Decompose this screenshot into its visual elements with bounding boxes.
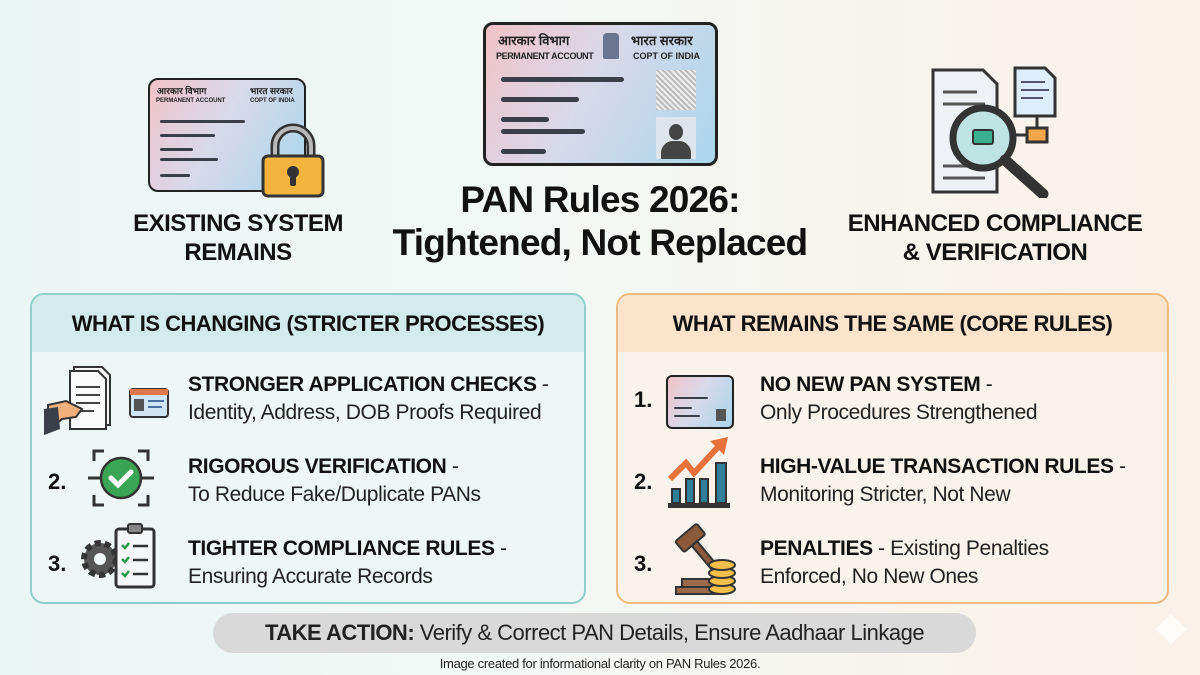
pan-hindi-left: आरकार विभाग [157, 86, 207, 96]
item-number: 3. [48, 551, 67, 576]
gavel-coins-icon [674, 523, 736, 595]
padlock-icon [261, 123, 325, 198]
item-dash: - Existing Penalties [872, 537, 1049, 560]
pan-english-left: PERMANENT ACCOUNT [496, 51, 594, 61]
right-caption-line: ENHANCED COMPLIANCE [847, 210, 1143, 237]
item-title: PENALTIES [760, 537, 873, 560]
pan-hindi-right: भारत सरकार [631, 33, 693, 48]
same-heading: WHAT REMAINS THE SAME (CORE RULES) [618, 295, 1167, 352]
take-action-banner: TAKE ACTION: Verify & Correct PAN Detail… [213, 613, 976, 653]
list-item: 3. TIGHTER COMPLIANCE RULES - Ensuring Ac… [32, 523, 584, 597]
list-item: 2. HIGH-VALUE TRANSACTION RULES - Monitor… [618, 437, 1167, 515]
title-line: PAN Rules 2026: [460, 179, 740, 220]
document-magnifier-icon [931, 66, 1057, 198]
left-caption: EXISTING SYSTEM REMAINS [100, 210, 376, 268]
sparkle-icon [1155, 613, 1187, 645]
item-number: 3. [634, 551, 653, 576]
item-detail: Enforced, No New Ones [760, 565, 979, 588]
pan-english-right: COPT OF INDIA [633, 51, 700, 61]
item-dash: - [980, 373, 993, 396]
right-caption: ENHANCED COMPLIANCE & VERIFICATION [830, 210, 1160, 268]
changing-panel: WHAT IS CHANGING (STRICTER PROCESSES) ST… [30, 293, 586, 604]
item-number: 1. [634, 387, 653, 412]
item-title: NO NEW PAN SYSTEM [760, 373, 981, 396]
item-detail: Ensuring Accurate Records [188, 565, 433, 588]
list-item: 1. NO NEW PAN SYSTEM - Only Procedures St… [618, 363, 1167, 433]
emblem-icon [603, 33, 619, 59]
pan-card-illustration: आरकार विभाग PERMANENT ACCOUNT भारत सरकार… [483, 22, 718, 166]
list-item: STRONGER APPLICATION CHECKS - Identity, A… [32, 363, 584, 435]
item-detail: Monitoring Stricter, Not New [760, 483, 1011, 506]
gear-checklist-icon [81, 523, 156, 589]
pan-english-right: COPT OF INDIA [250, 98, 295, 104]
item-detail: Only Procedures Strengthened [760, 401, 1038, 424]
left-caption-line: EXISTING SYSTEM [133, 210, 343, 237]
item-title: HIGH-VALUE TRANSACTION RULES [760, 455, 1114, 478]
item-detail: To Reduce Fake/Duplicate PANs [188, 483, 481, 506]
item-detail: Identity, Address, DOB Proofs Required [188, 401, 542, 424]
footnote: Image created for informational clarity … [439, 656, 761, 671]
list-item: 2. RIGOROUS VERIFICATION - To Reduce Fake… [32, 445, 584, 515]
verified-check-icon [88, 449, 154, 507]
item-title: STRONGER APPLICATION CHECKS [188, 373, 537, 396]
item-title: RIGOROUS VERIFICATION [188, 455, 447, 478]
same-panel: WHAT REMAINS THE SAME (CORE RULES) 1. NO… [616, 293, 1169, 604]
right-caption-line: & VERIFICATION [902, 238, 1088, 266]
pan-hindi-left: आरकार विभाग [498, 33, 570, 48]
pan-hindi-right: भारत सरकार [250, 86, 293, 96]
title-line: Tightened, Not Replaced [392, 222, 809, 264]
item-dash: - [1113, 455, 1126, 478]
changing-heading: WHAT IS CHANGING (STRICTER PROCESSES) [32, 295, 584, 352]
pan-english-left: PERMANENT ACCOUNT [156, 98, 226, 104]
item-number: 2. [48, 469, 67, 494]
documents-id-card-icon [44, 366, 169, 435]
item-dash: - [536, 373, 549, 396]
pan-card-icon [666, 375, 734, 429]
item-title: TIGHTER COMPLIANCE RULES [188, 537, 495, 560]
photo-placeholder-icon [656, 117, 696, 159]
rising-chart-icon [668, 437, 730, 508]
page-title: PAN Rules 2026: Tightened, Not Replaced [370, 178, 830, 265]
left-caption-line: REMAINS [184, 238, 292, 266]
hologram-icon [656, 70, 696, 110]
item-number: 2. [634, 469, 653, 494]
take-action-label: TAKE ACTION: [264, 620, 415, 645]
item-dash: - [446, 455, 459, 478]
item-dash: - [494, 537, 507, 560]
take-action-text: Verify & Correct PAN Details, Ensure Aad… [414, 620, 925, 645]
